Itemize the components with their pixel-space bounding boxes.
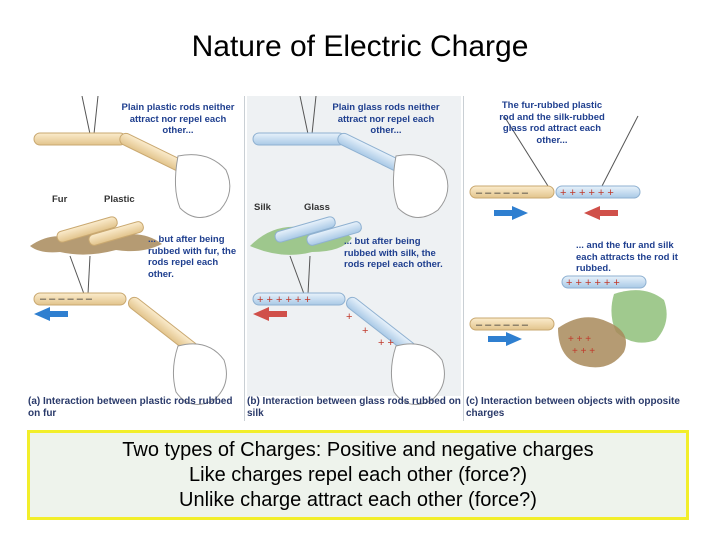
glass-label: Glass	[304, 202, 330, 213]
charge-interaction-figure: – – – – – – + + + + + + + + + +	[28, 96, 692, 426]
summary-line-unlike: Unlike charge attract each other (force?…	[30, 488, 686, 513]
svg-text:+ + + + + +: + + + + + +	[257, 294, 311, 306]
svg-text:+: +	[346, 311, 352, 323]
svg-text:+ +: + +	[378, 337, 394, 349]
panel-a-note-top: Plain plastic rods neither attract nor r…	[114, 102, 242, 137]
svg-text:– – – – – –: – – – – – –	[40, 293, 93, 305]
panel-c-caption: (c) Interaction between objects with opp…	[466, 396, 690, 420]
svg-text:+ + + + + +: + + + + + +	[560, 187, 614, 199]
panel-c-note-top: The fur-rubbed plastic rod and the silk-…	[494, 100, 610, 146]
panel-a-note-bottom: ... but after being rubbed with fur, the…	[148, 234, 244, 280]
svg-text:+: +	[362, 325, 368, 337]
svg-text:+ + + + + +: + + + + + +	[566, 277, 620, 289]
panel-a-caption: (a) Interaction between plastic rods rub…	[28, 396, 242, 420]
svg-text:+ + +: + + +	[568, 334, 591, 345]
plastic-label: Plastic	[104, 194, 135, 205]
panel-b-note-bottom: ... but after being rubbed with silk, th…	[344, 236, 444, 271]
svg-text:+ + +: + + +	[572, 346, 595, 357]
panel-b-note-top: Plain glass rods neither attract nor rep…	[322, 102, 450, 137]
panel-b-caption: (b) Interaction between glass rods rubbe…	[247, 396, 461, 420]
svg-text:– – – – – –: – – – – – –	[476, 187, 529, 199]
slide-title: Nature of Electric Charge	[0, 30, 720, 64]
plastic-rod-hanging	[34, 133, 126, 145]
panel-c-note-bottom: ... and the fur and silk each attracts t…	[576, 240, 688, 275]
svg-text:– – – – – –: – – – – – –	[476, 319, 529, 331]
summary-line-like: Like charges repel each other (force?)	[30, 463, 686, 488]
summary-line-types: Two types of Charges: Positive and negat…	[30, 438, 686, 463]
fur-label: Fur	[52, 194, 67, 205]
silk-label: Silk	[254, 202, 271, 213]
summary-box: Two types of Charges: Positive and negat…	[27, 430, 689, 520]
